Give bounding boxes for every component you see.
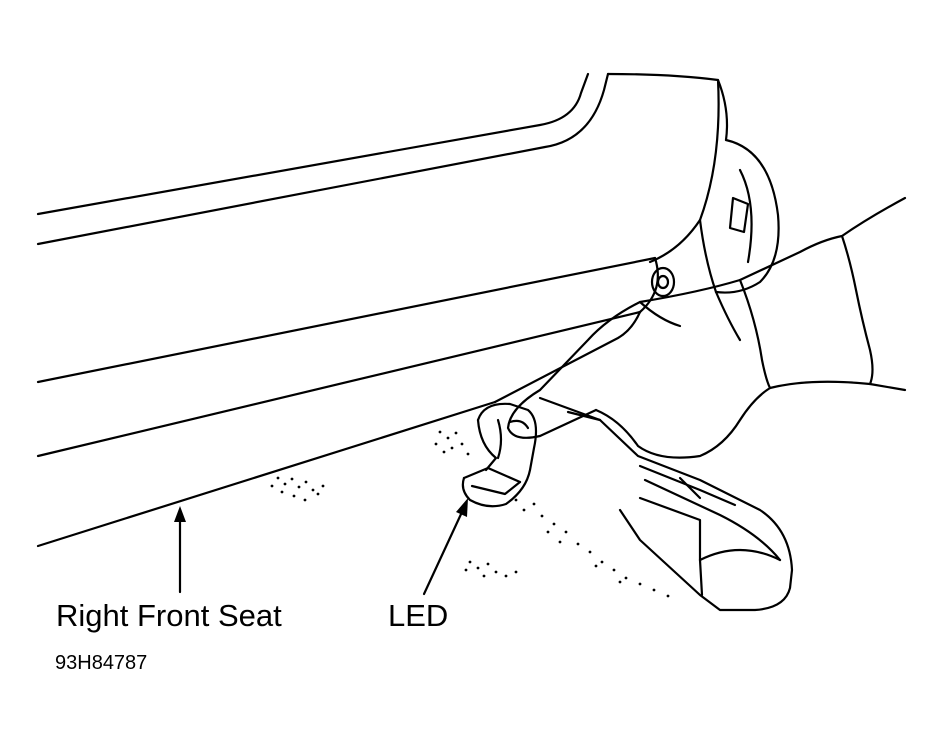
seat-label: Right Front Seat xyxy=(56,598,282,633)
seat-body xyxy=(36,72,729,548)
hand xyxy=(506,196,907,459)
seat-track xyxy=(538,396,794,612)
led-label: LED xyxy=(388,598,449,633)
led-callout-arrow xyxy=(422,498,468,596)
carpet-texture xyxy=(270,430,670,598)
seat-callout-arrow xyxy=(174,506,186,594)
figure-id-label: 93H84787 xyxy=(55,652,148,674)
led-module xyxy=(461,402,538,508)
